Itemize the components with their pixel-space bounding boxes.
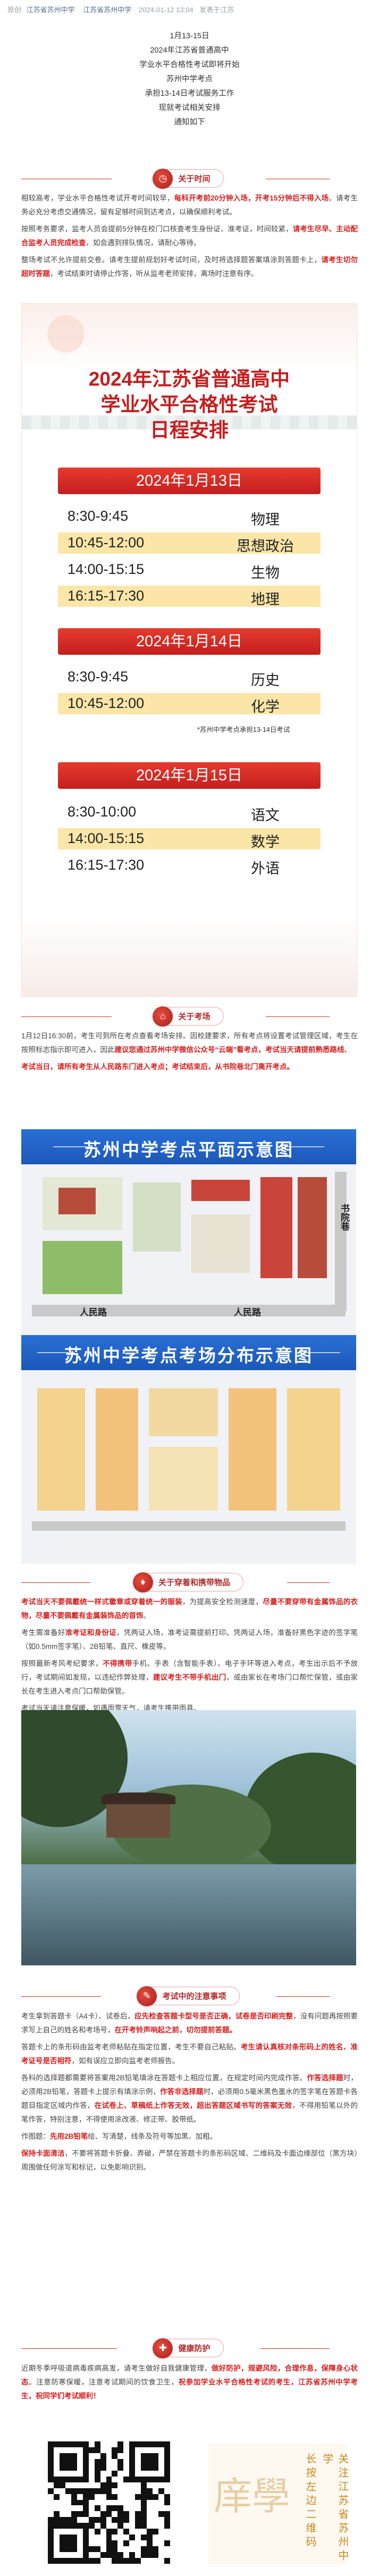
- section-title-clothing: ♦ 关于穿着和携带物品: [0, 1572, 379, 1593]
- health-paragraphs: 近期冬季呼吸道病毒疾病高发，请考生做好自我健康管理，做好防护，规避风险，合理作息…: [21, 2364, 358, 2400]
- datetime: 2024-01-12 13:04: [138, 6, 193, 14]
- clothing-paragraphs: 考试当天不要佩戴统一样式徽章或穿着统一的服装，为提高安全检测速度，尽量不要穿带有…: [21, 1598, 358, 1712]
- intro-line: 现就考试相关安排: [158, 104, 221, 112]
- location: 发表于江苏: [199, 6, 234, 14]
- road-label: 人民路: [234, 1307, 261, 1318]
- pencil-icon: ✎: [137, 1986, 157, 2006]
- time-paragraphs: 相较高考，学业水平合格性考试开考时间较早，每科开考前20分钟入场，开考15分钟后…: [21, 194, 358, 278]
- building-icon: ⌂: [153, 1006, 173, 1027]
- road-label: 书院巷: [339, 1204, 349, 1231]
- date-banner: 2024年1月15日: [58, 762, 321, 789]
- campus-plan-map: 苏州中学考点平面示意图 书院巷 人民路 人民路: [21, 1129, 356, 1335]
- schedule-poster: 2024年江苏省普通高中 学业水平合格性考试 日程安排 2024年1月13日 8…: [21, 303, 357, 997]
- section-title-health: ✚ 健康防护: [0, 2338, 379, 2358]
- stamp-logo: 庠學: [214, 2474, 291, 2519]
- intro-line: 通知如下: [174, 118, 205, 127]
- account-link[interactable]: 江苏省苏州中学: [26, 6, 75, 14]
- qr-code[interactable]: [48, 2441, 170, 2564]
- section-title-room: ⌂ 关于考场: [0, 1006, 379, 1027]
- map-title: 苏州中学考点考场分布示意图: [64, 1346, 313, 1365]
- intro-line: 苏州中学考点: [166, 75, 213, 84]
- intro-line: 学业水平合格性考试即将开始: [139, 61, 240, 69]
- section-title-text: 健康防护: [178, 2344, 210, 2353]
- section-title-text: 关于时间: [178, 174, 210, 184]
- shield-icon: ✚: [153, 2338, 173, 2358]
- exam-room-distribution-map: 苏州中学考点考场分布示意图: [21, 1335, 356, 1564]
- shirt-icon: ♦: [132, 1572, 153, 1593]
- date-banner: 2024年1月13日: [58, 468, 321, 494]
- intro-block: 1月13-15日 2024年江苏省普通高中 学业水平合格性考试即将开始 苏州中学…: [0, 29, 379, 130]
- section-title-time: ◷ 关于时间: [0, 168, 379, 189]
- poster-title: 2024年江苏省普通高中 学业水平合格性考试 日程安排: [88, 368, 290, 441]
- source-link[interactable]: 江苏省苏州中学: [83, 6, 132, 14]
- original-tag: 原创: [7, 6, 22, 14]
- follow-stamp: 庠學 长按左边二维码 关注江苏省苏州中学: [208, 2444, 349, 2565]
- poster-footnote: *苏州中学考点承担13-14日考试: [197, 726, 290, 733]
- section-title-text: 考试中的注意事项: [162, 1992, 226, 2001]
- section-title-notes: ✎ 考试中的注意事项: [0, 1986, 379, 2006]
- intro-line: 承担13-14日考试服务工作: [145, 89, 234, 98]
- intro-line: 1月13-15日: [170, 32, 209, 40]
- article-meta: 原创 江苏省苏州中学 江苏省苏州中学 2024-01-12 13:04 发表于江…: [0, 0, 379, 14]
- stamp-text: 长按左边二维码: [304, 2453, 317, 2550]
- clock-icon: ◷: [153, 168, 173, 189]
- section-title-text: 关于穿着和携带物品: [158, 1578, 230, 1587]
- campus-lake-photo: [21, 1710, 356, 1965]
- notes-paragraphs: 考生拿到答题卡（A4卡）、试卷后，应先检查答题卡型号是否正确，试卷是否印刷完整，…: [21, 2012, 358, 2171]
- intro-line: 2024年江苏省普通高中: [150, 46, 229, 55]
- room-paragraphs: 1月12日16:30前，考生可到所在考点查看考场安排。因校建要求，所有考点将设置…: [21, 1032, 358, 1071]
- date-banner: 2024年1月14日: [58, 628, 321, 655]
- section-title-text: 关于考场: [178, 1012, 210, 1021]
- map-title: 苏州中学考点平面示意图: [83, 1140, 294, 1160]
- road-label: 人民路: [80, 1307, 107, 1318]
- stamp-text: 关注江苏省苏州中学: [321, 2453, 349, 2564]
